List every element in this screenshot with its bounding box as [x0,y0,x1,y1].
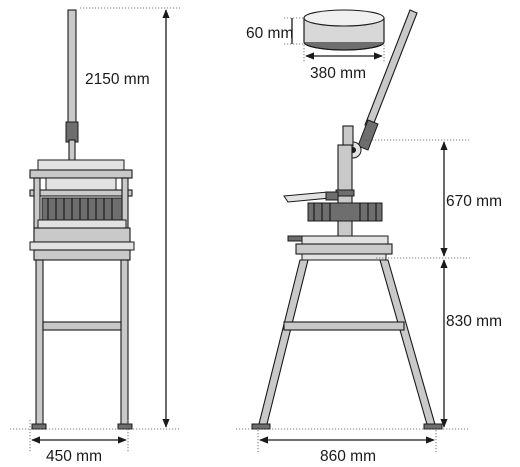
side-view-machine [251,9,443,430]
side-base-width-label: 860 mm [320,448,376,465]
upper-height-label: 670 mm [446,193,502,210]
stand-height-label: 830 mm [446,313,502,330]
front-view-machine [29,9,135,430]
front-base-width-label: 450 mm [46,448,102,465]
dough-tray [303,9,385,51]
total-height-label: 2150 mm [85,71,150,88]
tray-diameter-label: 380 mm [310,65,366,82]
tray-height-label: 60 mm [246,25,293,42]
